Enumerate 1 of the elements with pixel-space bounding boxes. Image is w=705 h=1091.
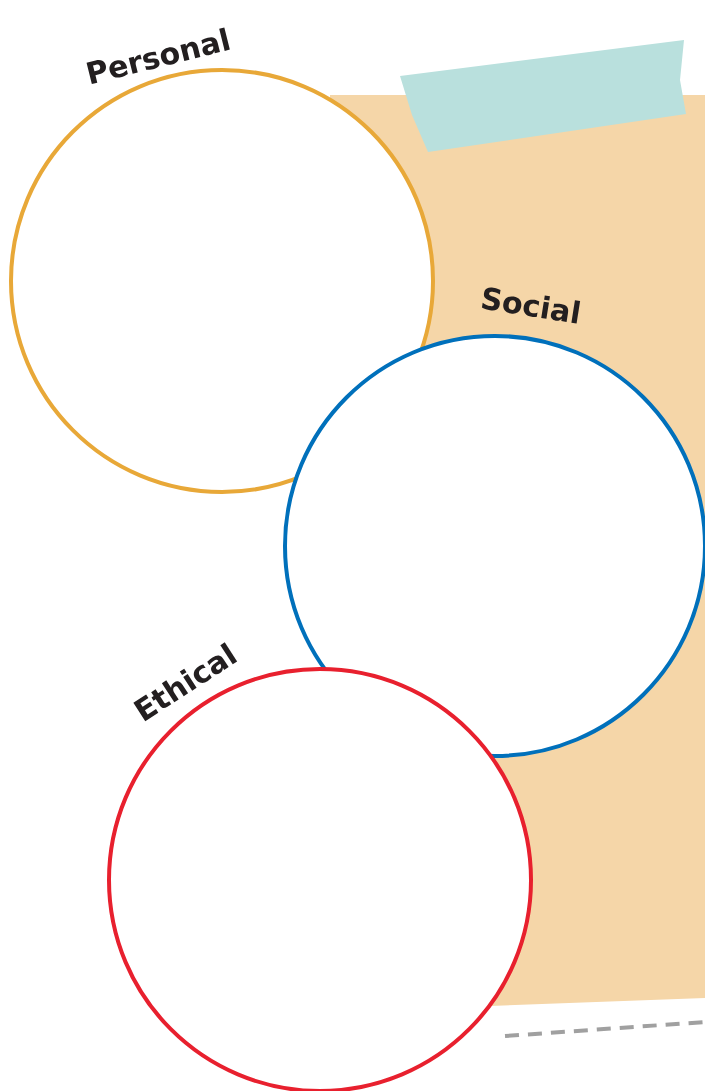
heading: Social	[481, 287, 581, 324]
